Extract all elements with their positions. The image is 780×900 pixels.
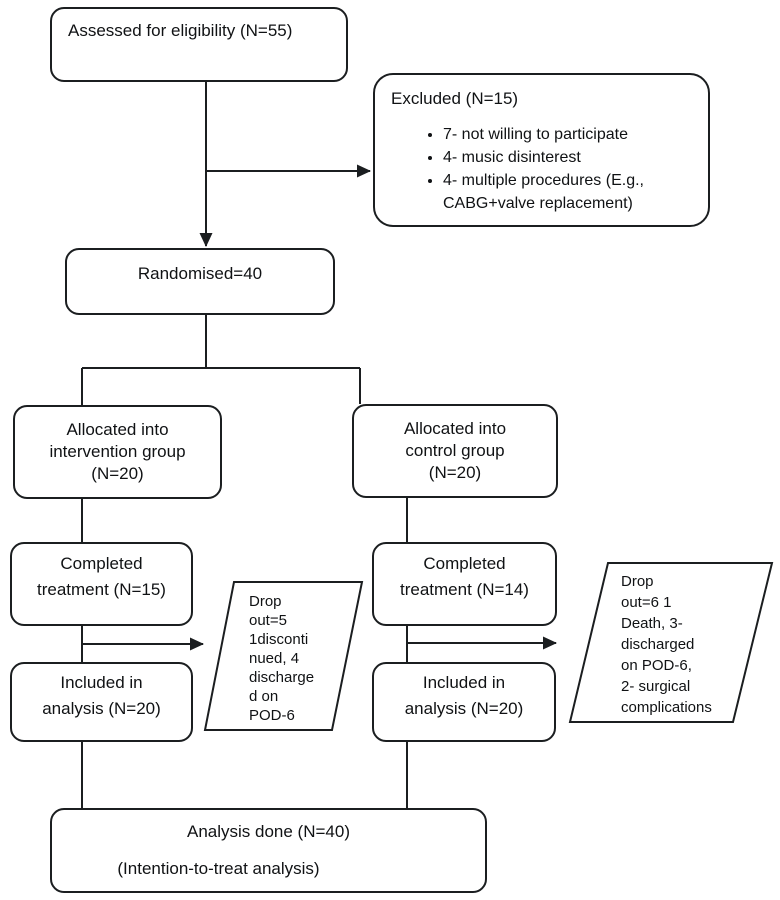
excluded-reason-item: 4- music disinterest: [443, 146, 692, 169]
analysis-done-label: Analysis done (N=40): [186, 822, 350, 841]
allocated-control-line: Allocated into: [403, 419, 507, 438]
analysis-done-box: Analysis done (N=40) (Intention-to-treat…: [50, 808, 487, 893]
dropout-intervention-line: nued, 4: [249, 650, 300, 667]
excluded-reason-item: 4- multiple procedures (E.g., CABG+valve…: [443, 169, 692, 215]
excluded-reason-item: 7- not willing to participate: [443, 123, 692, 146]
dropout-intervention-text: Drop out=5 1disconti nued, 4 discharge d…: [249, 592, 355, 725]
intention-to-treat-label: (Intention-to-treat analysis): [117, 859, 320, 878]
dropout-control-line: out=6 1: [621, 594, 672, 611]
dropout-control-text: Drop out=6 1 Death, 3- discharged on POD…: [621, 571, 737, 718]
randomised-label: Randomised=40: [137, 263, 263, 283]
completed-treatment-control-line: Completed: [423, 554, 506, 573]
allocated-control-line: (N=20): [428, 463, 482, 482]
included-analysis-intervention-line: Included in: [60, 673, 143, 692]
dropout-intervention-line: d on: [249, 688, 279, 705]
included-analysis-control-line: Included in: [422, 673, 506, 692]
dropout-control-line: complications: [621, 699, 712, 716]
assessed-eligibility-label: Assessed for eligibility (N=55): [68, 21, 293, 40]
allocated-intervention-line: Allocated into: [66, 420, 169, 439]
excluded-title: Excluded (N=15): [391, 89, 519, 108]
allocated-intervention-line: intervention group: [49, 442, 186, 461]
completed-treatment-intervention-line: Completed: [60, 554, 143, 573]
dropout-intervention-line: POD-6: [249, 707, 295, 724]
dropout-intervention-line: out=5: [249, 612, 287, 629]
included-analysis-control-line: analysis (N=20): [404, 699, 524, 718]
completed-treatment-intervention-box: Completed treatment (N=15): [10, 542, 193, 626]
dropout-control-line: 2- surgical: [621, 678, 691, 695]
dropout-control-parallelogram: [568, 562, 774, 723]
randomised-box: Randomised=40: [65, 248, 335, 315]
allocated-intervention-box: Allocated into intervention group (N=20): [13, 405, 222, 499]
included-analysis-control-box: Included in analysis (N=20): [372, 662, 556, 742]
dropout-control-line: on POD-6,: [621, 657, 692, 674]
allocated-control-box: Allocated into control group (N=20): [352, 404, 558, 498]
dropout-control-line: discharged: [621, 636, 695, 653]
excluded-box: Excluded (N=15) 7- not willing to partic…: [373, 73, 710, 227]
included-analysis-intervention-line: analysis (N=20): [42, 699, 161, 718]
completed-treatment-control-box: Completed treatment (N=14): [372, 542, 557, 626]
allocated-control-line: control group: [405, 441, 505, 460]
included-analysis-intervention-box: Included in analysis (N=20): [10, 662, 193, 742]
dropout-intervention-line: Drop: [249, 593, 282, 610]
allocated-intervention-line: (N=20): [91, 464, 144, 483]
completed-treatment-control-line: treatment (N=14): [400, 580, 529, 599]
dropout-control-line: Death, 3-: [621, 615, 683, 632]
completed-treatment-intervention-line: treatment (N=15): [37, 580, 166, 599]
excluded-reasons-list: 7- not willing to participate 4- music d…: [391, 123, 692, 215]
dropout-control-line: Drop: [621, 573, 654, 590]
dropout-intervention-line: 1disconti: [249, 631, 309, 648]
dropout-intervention-parallelogram: [203, 581, 364, 731]
dropout-intervention-line: discharge: [249, 669, 315, 686]
assessed-eligibility-box: Assessed for eligibility (N=55): [50, 7, 348, 82]
